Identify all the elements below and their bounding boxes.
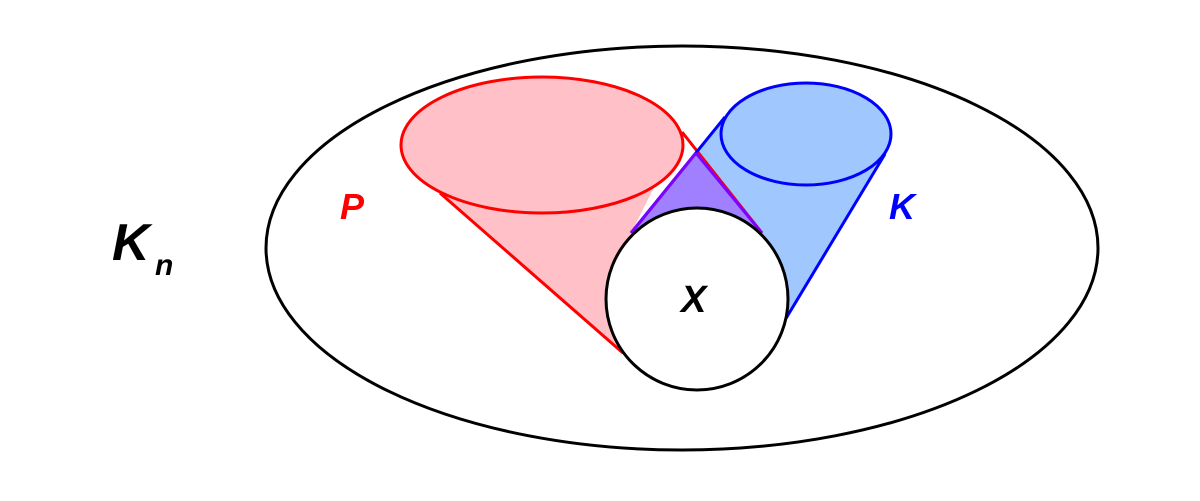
set-k-right-edge: [777, 153, 887, 331]
set-p-left-edge: [439, 191, 624, 355]
label-kn-subscript: n: [155, 249, 173, 282]
set-overlap-edge-left: [629, 152, 698, 234]
label-k: K: [889, 186, 918, 227]
label-kn-main: K: [112, 214, 153, 272]
set-x-circle: [604, 206, 790, 392]
label-x: X: [679, 279, 709, 321]
set-k-top-ellipse: [719, 81, 893, 187]
label-kn: K: [112, 214, 153, 272]
set-overlap-edge-right: [694, 152, 764, 234]
set-p-top-ellipse: [399, 75, 685, 215]
label-p: P: [340, 186, 365, 227]
